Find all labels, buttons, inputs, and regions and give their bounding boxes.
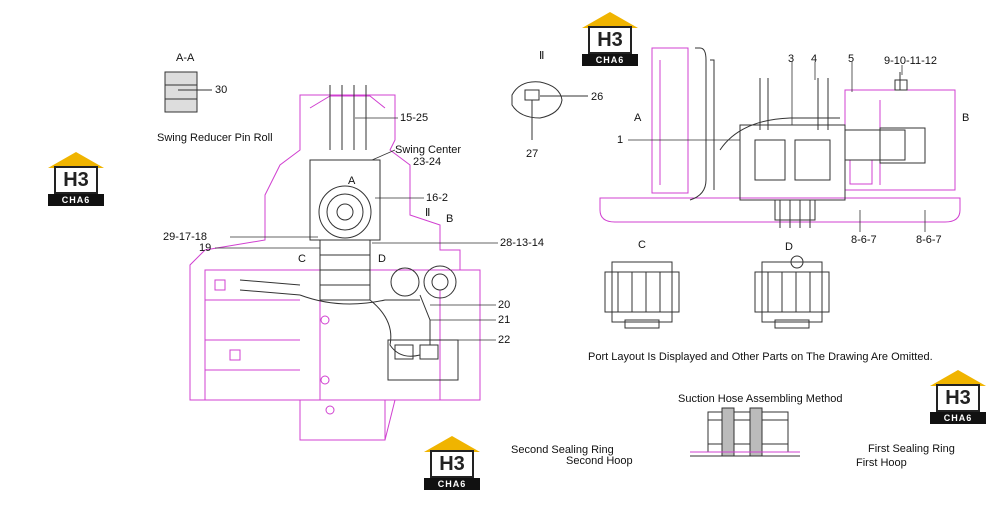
watermark-badge: H3 CHA6: [44, 152, 108, 208]
callout-29-17-18: 29-17-18: [163, 231, 208, 243]
callout-c-left: C: [298, 253, 306, 265]
callout-15-25: 15-25: [400, 112, 429, 124]
left-view-drawing: [189, 94, 481, 441]
callout-21: 21: [498, 314, 511, 326]
house-roof-icon: [424, 436, 480, 452]
callout-27: 27: [526, 148, 539, 160]
watermark-badge: H3 CHA6: [578, 12, 642, 68]
right-view-leaders: [628, 62, 926, 232]
left-view-leaders: [215, 117, 498, 341]
first-hoop-label: First Hoop: [856, 457, 907, 469]
callout-23-24: 23-24: [413, 156, 442, 168]
swing-reducer-caption: Swing Reducer Pin Roll: [157, 132, 273, 144]
port-view-d-drawing: [754, 255, 830, 329]
house-roof-icon: [582, 12, 638, 28]
port-d-label: D: [785, 241, 793, 253]
callout-d-left: D: [378, 253, 386, 265]
detail-ii-title: Ⅱ: [539, 50, 545, 62]
watermark-badge: H3 CHA6: [926, 370, 990, 426]
callout-19: 19: [199, 242, 212, 254]
callout-8-6-7-a: 8-6-7: [851, 234, 877, 246]
second-sealing-ring-label: Second Sealing Ring: [511, 444, 614, 456]
callout-30: 30: [215, 84, 228, 96]
callout-a-right: A: [634, 112, 642, 124]
second-hoop-label: Second Hoop: [566, 455, 633, 467]
callout-16-2: 16-2: [426, 192, 449, 204]
callout-1: 1: [617, 134, 624, 146]
left-view-components: [239, 85, 459, 381]
suction-hose-title: Suction Hose Assembling Method: [678, 393, 843, 405]
callout-5: 5: [848, 53, 855, 65]
section-aa-title: A-A: [176, 52, 195, 64]
port-view-c-drawing: [604, 261, 680, 329]
first-sealing-ring-label: First Sealing Ring: [868, 443, 955, 455]
house-roof-icon: [48, 152, 104, 168]
right-view-frame: [599, 47, 961, 223]
callout-9-10-11-12: 9-10-11-12: [884, 55, 937, 67]
callout-3: 3: [788, 53, 795, 65]
callout-26: 26: [591, 91, 604, 103]
callout-b-left: B: [446, 213, 454, 225]
callout-20: 20: [498, 299, 511, 311]
suction-hose-drawing: [690, 407, 800, 457]
port-c-label: C: [638, 239, 646, 251]
callout-4: 4: [811, 53, 818, 65]
callout-a-left: A: [348, 175, 356, 187]
swing-center-caption: Swing Center: [395, 144, 462, 156]
callout-8-6-7-b: 8-6-7: [916, 234, 942, 246]
detail-ii-drawing: [511, 81, 588, 140]
callout-b-right: B: [962, 112, 970, 124]
watermark-badge: H3 CHA6: [420, 436, 484, 492]
callout-ii: Ⅱ: [425, 207, 431, 219]
port-layout-note: Port Layout Is Displayed and Other Parts…: [588, 351, 933, 363]
callout-28-13-14: 28-13-14: [500, 237, 545, 249]
right-view-components: [689, 47, 926, 228]
section-aa-drawing: [164, 71, 212, 113]
callout-22: 22: [498, 334, 511, 346]
house-roof-icon: [930, 370, 986, 386]
